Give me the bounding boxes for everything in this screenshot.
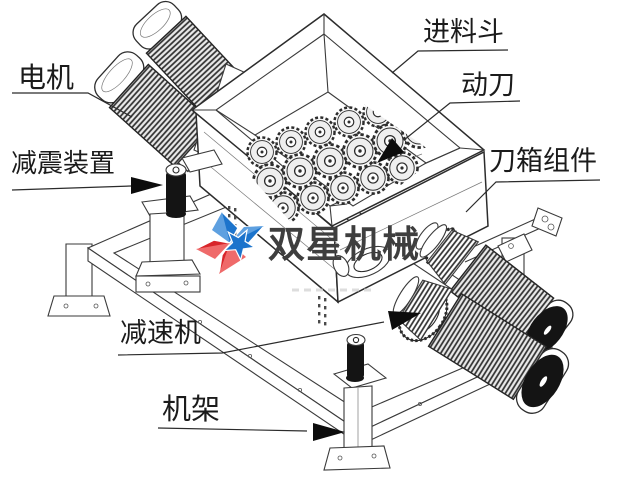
label-text-moving-blade: 动刀	[461, 70, 515, 100]
label-text-motor: 电机	[18, 62, 74, 94]
label-text-reducer: 减速机	[120, 318, 201, 348]
leader-line	[391, 49, 509, 74]
watermark-logo: 双星机械	[194, 210, 420, 292]
label-text-damper: 减震装置	[11, 149, 115, 178]
reducer-and-motors-right	[392, 222, 574, 414]
leader-line	[12, 92, 133, 118]
logo-brand-text: 双星机械	[268, 223, 420, 266]
label-motor: 电机	[12, 62, 133, 118]
motor-right-lower	[392, 276, 570, 414]
vent-holes-front	[318, 296, 327, 326]
label-moving-blade: 动刀	[377, 70, 521, 163]
arrowhead	[377, 138, 404, 163]
bearing-small	[332, 255, 350, 277]
shock-absorber-left-assembly	[135, 149, 223, 293]
label-text-feed-hopper: 进料斗	[423, 17, 504, 47]
motor-right-upper	[415, 222, 574, 360]
label-text-frame: 机架	[162, 393, 220, 426]
frame-foot-left	[47, 295, 111, 317]
leader-line	[465, 179, 601, 213]
leader-line	[157, 427, 308, 432]
shock-absorber-front-assembly	[323, 333, 391, 471]
arrowhead	[131, 177, 163, 194]
damper-front	[347, 342, 364, 378]
label-text-knife-box: 刀箱组件	[489, 146, 597, 176]
frame-foot-front	[323, 445, 391, 471]
annotations: 电机 减震装置 进料斗 动刀 刀箱组件 减速机 机架	[11, 17, 601, 441]
label-feed-hopper: 进料斗	[391, 17, 509, 74]
moving-blades	[246, 96, 437, 225]
label-damper: 减震装置	[11, 149, 163, 194]
arrowhead	[313, 423, 345, 441]
leader-line	[403, 100, 521, 141]
label-reducer: 减速机	[117, 311, 421, 356]
damper-left	[166, 172, 186, 214]
label-frame: 机架	[157, 393, 345, 441]
damper-pedestal-left	[149, 211, 185, 269]
leader-line	[11, 185, 132, 191]
label-knife-box: 刀箱组件	[465, 146, 601, 213]
arrowhead	[388, 311, 421, 330]
leader-line	[117, 321, 385, 356]
logo-star-icon	[194, 210, 266, 276]
